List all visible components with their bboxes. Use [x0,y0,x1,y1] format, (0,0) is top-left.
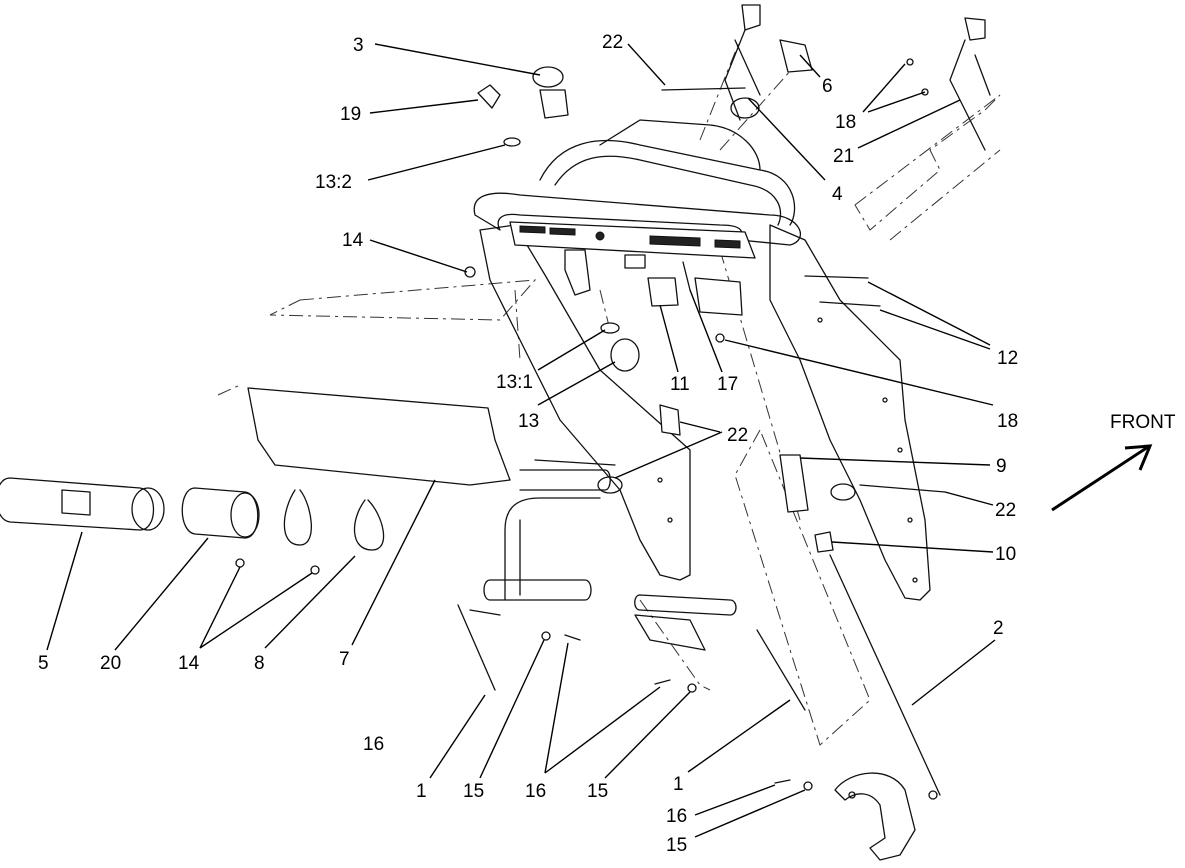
grip-tube-part [0,477,154,531]
callout-2: 2 [993,618,1004,639]
washer-part [503,137,521,147]
callout-13: 13 [518,411,539,432]
callout-4: 4 [832,184,843,205]
callout-21: 21 [833,146,854,167]
cover-panel-part [247,387,511,486]
callout-16-left: 16 [363,734,384,755]
front-label: FRONT [1110,412,1176,433]
leader-lines [46,43,996,838]
switch-part [779,39,813,73]
callout-15-middle: 15 [587,781,608,802]
callout-9: 9 [996,456,1007,477]
callout-22-middle: 22 [727,425,748,446]
callout-12: 12 [997,348,1018,369]
callout-20: 20 [100,653,121,674]
callout-1-left: 1 [416,781,427,802]
callout-22-top: 22 [602,32,623,53]
callout-5: 5 [38,653,49,674]
callout-15-bottom: 15 [666,835,687,856]
callout-19: 19 [340,104,361,125]
callout-1-right: 1 [673,774,684,795]
callout-16-middle: 16 [525,781,546,802]
strap-part-2 [353,499,385,551]
callout-10: 10 [995,544,1016,565]
grip-part [181,487,259,539]
lever-knob-left [741,4,761,31]
callout-16-bottom: 16 [666,806,687,827]
ignition-switch-part [610,338,640,372]
callout-3: 3 [353,35,364,56]
lever-knob-right [964,17,986,41]
callout-6: 6 [822,76,833,97]
callout-17: 17 [717,374,738,395]
callout-14-bottom: 14 [178,653,200,674]
callout-14-top: 14 [342,230,364,251]
callout-13-2: 13:2 [315,172,352,193]
callouts: 3 22 6 19 18 13:2 21 4 14 12 13:1 11 17 … [38,32,1018,856]
callout-18-top: 18 [835,112,856,133]
callout-8: 8 [254,653,265,674]
damper-part [779,454,809,513]
key-part [477,84,501,109]
pivot-plate-part [834,772,916,861]
knob-part [532,66,564,88]
front-direction-indicator: FRONT [1051,412,1176,512]
callout-7: 7 [339,649,350,670]
relay-part [647,277,679,307]
callout-15-left: 15 [463,781,484,802]
handle-tower [473,119,931,651]
assembly-ghost-lines [217,39,1001,746]
callout-22-right: 22 [995,500,1016,521]
callout-13-1: 13:1 [496,372,533,393]
strap-part-1 [283,489,313,546]
parts [0,4,991,861]
callout-18-right: 18 [997,411,1018,432]
module-part [694,277,743,316]
callout-11: 11 [670,374,690,395]
switch-body-part [539,89,569,119]
